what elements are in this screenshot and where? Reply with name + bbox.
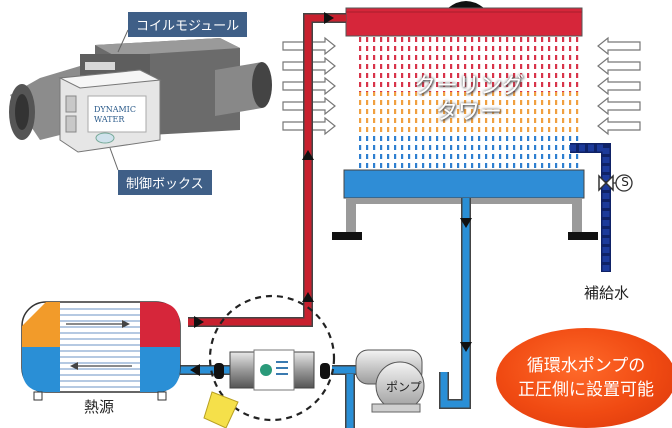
install-note-bubble: 循環水ポンプの 正圧側に設置可能 [496, 328, 672, 428]
coil-module-label: コイルモジュール [128, 12, 248, 37]
makeup-water-pipe [570, 143, 611, 272]
svg-text:WATER: WATER [94, 115, 125, 124]
install-note-line2: 正圧側に設置可能 [518, 380, 654, 400]
heat-source-label: 熱源 [84, 398, 115, 416]
cooling-tower [332, 1, 598, 240]
solenoid-valve-icon [598, 174, 633, 192]
control-box-label: 制御ボックス [118, 170, 212, 195]
svg-text:DYNAMIC: DYNAMIC [94, 105, 136, 114]
coil-module-device: DYNAMIC WATER [9, 29, 272, 171]
flow-arrows [190, 12, 472, 376]
inline-coil-unit [203, 294, 336, 428]
valve-s-label: S [621, 175, 629, 189]
install-note-line1: 循環水ポンプの [526, 356, 646, 376]
heat-source-tank [21, 301, 181, 401]
pump-icon [355, 349, 425, 413]
pump-label: ポンプ [386, 380, 422, 394]
makeup-water-label: 補給水 [584, 284, 630, 302]
tower-title-line2: タワー [435, 100, 502, 125]
cold-water-pipe [180, 198, 471, 428]
tower-title-line1: クーリング [413, 74, 524, 99]
air-inlet-arrows-right [597, 36, 641, 136]
